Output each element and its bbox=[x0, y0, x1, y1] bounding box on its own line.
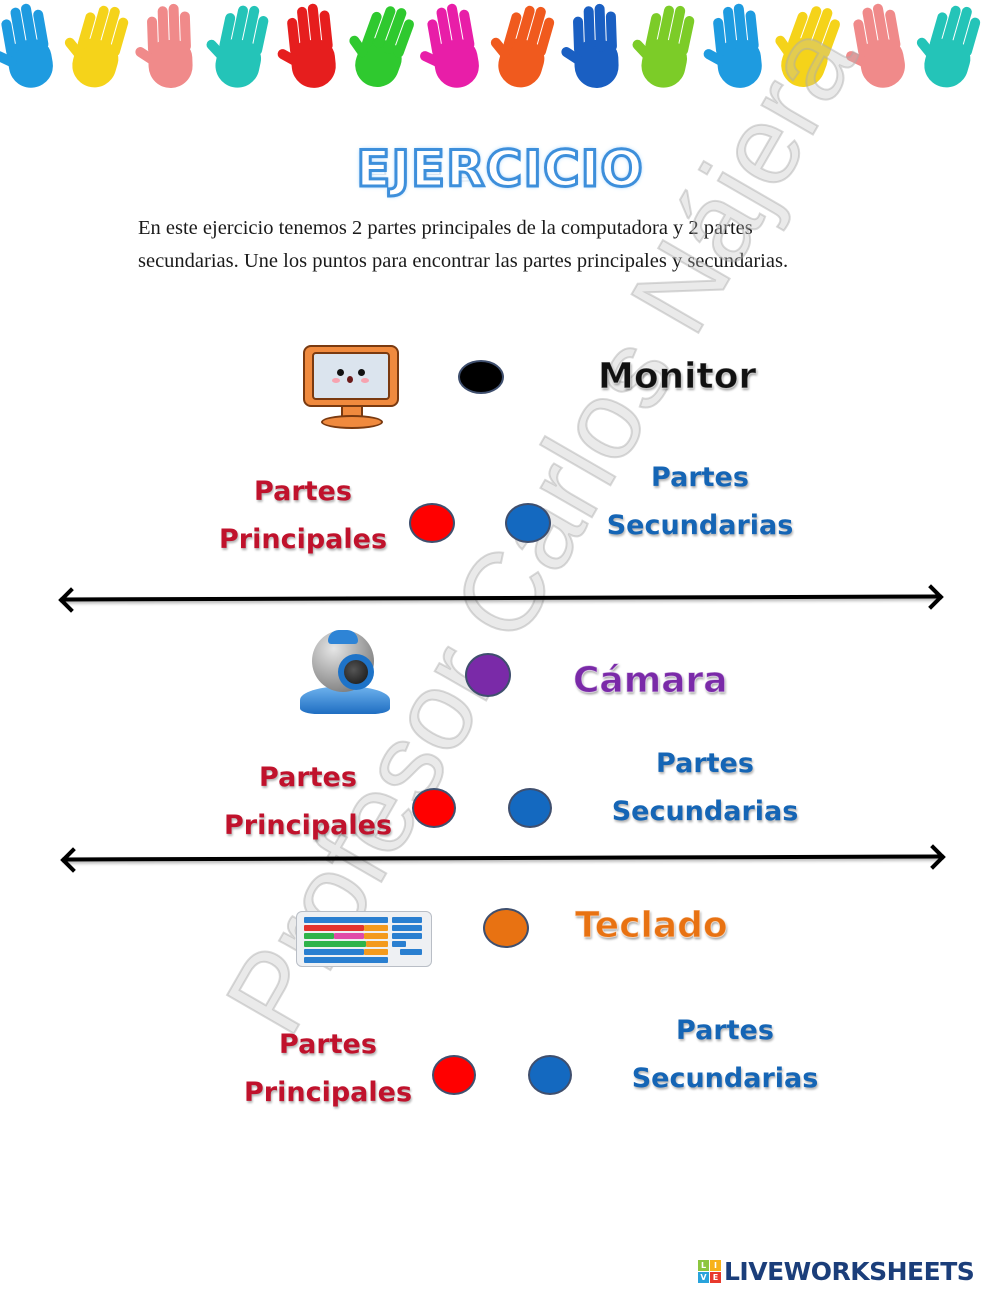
live-badge-icon: L I V E bbox=[698, 1259, 721, 1283]
principal-label-line2: Principales bbox=[218, 524, 388, 555]
hand-print-icon bbox=[626, 0, 707, 100]
principal-label-line1: Partes bbox=[254, 476, 352, 507]
principal-label-line1: Partes bbox=[259, 762, 357, 793]
arrow-left-icon bbox=[60, 847, 86, 873]
liveworksheets-logo: L I V E LIVEWORKSHEETS bbox=[698, 1256, 975, 1286]
principal-label-line1: Partes bbox=[279, 1029, 377, 1060]
hand-print-icon bbox=[56, 0, 142, 100]
page-title: EJERCICIO bbox=[355, 139, 645, 200]
device-label-teclado: Teclado bbox=[575, 905, 729, 947]
secondary-label-1: Partes Secundarias bbox=[600, 454, 800, 550]
principal-dot-2[interactable] bbox=[412, 788, 456, 828]
hand-print-icon bbox=[200, 0, 281, 100]
secondary-label-line1: Partes bbox=[676, 1015, 774, 1046]
secondary-label-2: Partes Secundarias bbox=[605, 740, 805, 836]
principal-label-2: Partes Principales bbox=[220, 754, 396, 850]
principal-label-line2: Principales bbox=[243, 1077, 413, 1108]
hand-print-icon bbox=[133, 3, 203, 95]
arrow-right-icon bbox=[918, 584, 944, 610]
hand-print-icon bbox=[415, 0, 494, 99]
secondary-label-line2: Secundarias bbox=[606, 510, 794, 541]
secondary-label-3: Partes Secundarias bbox=[625, 1007, 825, 1103]
instructions-text: En este ejercicio tenemos 2 partes princ… bbox=[138, 217, 789, 272]
hand-print-icon bbox=[275, 1, 348, 97]
principal-label-1: Partes Principales bbox=[215, 468, 391, 564]
hands-banner bbox=[0, 0, 1000, 100]
camera-dot[interactable] bbox=[465, 653, 511, 697]
logo-text: LIVEWORKSHEETS bbox=[724, 1256, 975, 1286]
secondary-label-line1: Partes bbox=[651, 462, 749, 493]
monitor-dot[interactable] bbox=[458, 360, 504, 394]
keyboard-dot[interactable] bbox=[483, 908, 529, 948]
principal-dot-1[interactable] bbox=[409, 503, 455, 543]
secondary-dot-2[interactable] bbox=[508, 788, 552, 828]
keyboard-icon bbox=[296, 907, 432, 967]
divider-arrow-2 bbox=[63, 854, 941, 862]
device-label-camara: Cámara bbox=[573, 660, 729, 702]
secondary-label-line2: Secundarias bbox=[611, 796, 799, 827]
secondary-dot-1[interactable] bbox=[505, 503, 551, 543]
hand-print-icon bbox=[559, 3, 629, 95]
arrow-left-icon bbox=[58, 587, 84, 613]
hand-print-icon bbox=[482, 0, 568, 100]
monitor-icon bbox=[303, 345, 399, 429]
principal-label-line2: Principales bbox=[223, 810, 393, 841]
arrow-right-icon bbox=[920, 844, 946, 870]
secondary-label-line1: Partes bbox=[656, 748, 754, 779]
device-label-monitor: Monitor bbox=[597, 356, 757, 398]
secondary-label-line2: Secundarias bbox=[631, 1063, 819, 1094]
webcam-icon bbox=[300, 630, 392, 716]
principal-label-3: Partes Principales bbox=[240, 1021, 416, 1117]
principal-dot-3[interactable] bbox=[432, 1055, 476, 1095]
hand-print-icon bbox=[908, 0, 994, 100]
secondary-dot-3[interactable] bbox=[528, 1055, 572, 1095]
